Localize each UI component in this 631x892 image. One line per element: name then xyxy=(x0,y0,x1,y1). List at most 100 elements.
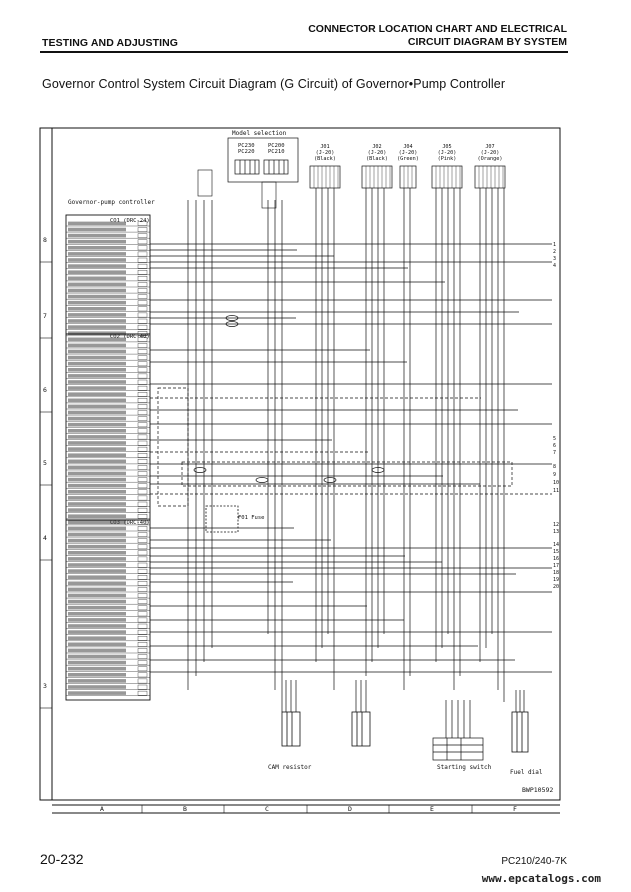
connector-j04: J04(J-20)(Green) xyxy=(397,144,419,189)
pin-row-text xyxy=(68,288,126,293)
pin-row-text xyxy=(68,691,126,695)
pin-cell xyxy=(137,611,148,617)
model-selection-label: Model selection xyxy=(232,130,287,137)
pin-cell xyxy=(137,660,148,665)
pin-cell xyxy=(137,495,148,501)
section-heading-right-line2: CIRCUIT DIAGRAM BY SYSTEM xyxy=(407,36,567,48)
model-number: PC210/240-7K xyxy=(501,856,567,867)
terminal-number: 12 xyxy=(553,522,559,528)
section-heading-right: CONNECTOR LOCATION CHART AND ELECTRICAL … xyxy=(308,23,567,49)
pin-row-text xyxy=(68,337,126,342)
terminal-number: 13 xyxy=(553,529,559,535)
terminal-number: 15 xyxy=(553,549,559,555)
model-pc230-label: PC230 xyxy=(238,143,255,149)
pin-row-text xyxy=(68,300,126,305)
pin-row-text xyxy=(68,563,126,567)
shield-box xyxy=(157,387,189,507)
pin-cell xyxy=(137,367,148,373)
connector-label: (J-20) xyxy=(368,150,387,156)
header-rule xyxy=(40,51,568,53)
model-selection-block: Model selection PC230 PC220 PC200 PC210 xyxy=(227,130,299,183)
twisted-pair xyxy=(193,467,207,473)
controller-label: Governor-pump controller xyxy=(68,199,155,206)
pin-cell xyxy=(137,514,148,519)
row-label: 3 xyxy=(43,682,47,690)
cam-resistor-label: CAM resistor xyxy=(268,764,312,771)
pin-cell xyxy=(137,251,148,257)
pin-cell xyxy=(137,379,148,385)
pin-cell xyxy=(137,312,148,318)
pin-cell xyxy=(137,428,148,434)
row-label: 7 xyxy=(43,312,47,320)
pin-row-text xyxy=(68,630,126,634)
pin-row-text xyxy=(68,239,126,244)
twisted-pair xyxy=(225,315,239,321)
pin-cell xyxy=(137,416,148,421)
pin-cell xyxy=(137,385,148,391)
cam-resistor xyxy=(281,711,301,747)
connector-label: J02 xyxy=(372,144,381,150)
pin-row-text xyxy=(68,404,126,409)
pin-cell xyxy=(137,575,148,580)
pin-cell xyxy=(137,636,148,641)
pin-row-text xyxy=(68,459,126,464)
watermark: www.epcatalogs.com xyxy=(481,872,601,885)
inline-connector xyxy=(197,169,213,197)
controller-pin-rows xyxy=(66,221,150,696)
pin-cell xyxy=(137,581,148,586)
col-label: F xyxy=(513,805,517,813)
pin-cell xyxy=(137,373,148,379)
pin-cell xyxy=(137,648,148,653)
pin-row-text xyxy=(68,490,126,494)
col-label: B xyxy=(183,805,187,813)
pin-cell xyxy=(137,526,148,531)
pin-row-text xyxy=(68,246,126,250)
pin-row-text xyxy=(68,599,126,604)
col-label: E xyxy=(430,805,434,813)
pin-row-text xyxy=(68,233,126,238)
pin-cell xyxy=(137,544,148,550)
terminal-number: 3 xyxy=(553,256,556,262)
pin-row-text xyxy=(68,624,126,628)
pin-row-text xyxy=(68,508,126,512)
pin-row-text xyxy=(68,605,126,610)
pin-cell xyxy=(137,489,148,495)
pin-cell xyxy=(137,562,148,568)
connector-label: (J-20) xyxy=(438,150,457,156)
pin-cell xyxy=(137,361,148,367)
inline-connector xyxy=(261,181,277,209)
terminal-number: 19 xyxy=(553,577,559,583)
pin-cell xyxy=(137,453,148,458)
controller-block: Governor-pump controller CO1 (DRC-24) CO… xyxy=(65,199,155,701)
twisted-pair xyxy=(225,321,239,327)
pin-row-text xyxy=(68,575,126,579)
pin-row-text xyxy=(68,258,126,262)
pin-cell xyxy=(137,690,148,696)
pin-cell xyxy=(137,672,148,678)
pin-row-text xyxy=(68,325,126,329)
pin-row-text xyxy=(68,270,126,274)
col-label: C xyxy=(265,805,269,813)
pin-cell xyxy=(137,617,148,623)
sensor-connector xyxy=(351,711,371,747)
pin-row-text xyxy=(68,496,126,500)
terminal-number: 4 xyxy=(553,263,556,269)
pin-cell xyxy=(137,245,148,251)
pin-row-text xyxy=(68,313,126,317)
pin-row-text xyxy=(68,447,126,451)
pin-row-text xyxy=(68,361,126,366)
connector-label: J01 xyxy=(320,144,329,150)
pin-cell xyxy=(137,410,148,415)
pin-cell xyxy=(137,331,148,336)
frame xyxy=(39,127,561,814)
connector-label: (J-20) xyxy=(399,150,418,156)
pin-cell xyxy=(137,306,148,312)
fuse-block: F01 Fuse xyxy=(205,505,265,533)
pin-cell xyxy=(137,221,148,226)
junction-connectors: J01(J-20)(Black)J02(J-20)(Black)J04(J-20… xyxy=(197,144,506,209)
pin-row-text xyxy=(68,593,126,598)
pin-cell xyxy=(137,654,148,659)
